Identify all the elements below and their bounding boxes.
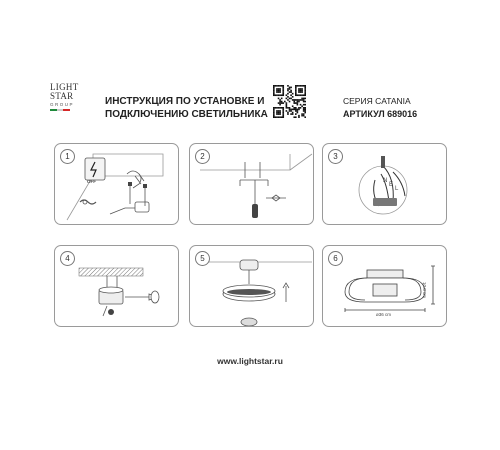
step-number: 6 [328,251,343,266]
qr-code-icon [273,85,307,119]
height-dimension-label: 10.8 cm [422,282,427,299]
brand-logo: LIGHT STAR GROUP [50,83,86,127]
screwdriver-icon [200,153,313,218]
logo-text-group: GROUP [50,102,75,107]
power-off-icon [66,153,164,221]
website-link[interactable]: www.lightstar.ru [217,356,283,366]
step-1-panel: OFF 1 [54,143,179,225]
product-series: СЕРИЯ CATANIA [343,96,411,106]
width-dimension-label: ø36 cm [376,312,392,317]
wire-label-e: E [389,182,394,188]
shade-install-icon [200,259,312,326]
logo-text-star: STAR [50,91,74,101]
step-number: 2 [195,149,210,164]
step-number: 5 [195,251,210,266]
step-number: 1 [60,149,75,164]
step-3-panel: N E L 3 [322,143,447,225]
product-article: АРТИКУЛ 689016 [343,109,418,119]
wire-connection-icon [358,156,408,215]
italian-flag-icon [50,109,71,111]
wire-label-l: L [395,186,399,192]
step-number: 4 [60,251,75,266]
step-number: 3 [328,149,343,164]
dimensions-icon [344,265,435,312]
logo-text-light: LIGHT [50,82,79,92]
mounting-plate-icon [78,267,160,317]
switch-off-label: OFF [87,179,96,184]
step-5-panel: 5 [189,245,314,327]
step-4-panel: 4 [54,245,179,327]
step-6-panel: ø36 cm 10.8 cm 6 [322,245,447,327]
page-title: ИНСТРУКЦИЯ ПО УСТАНОВКЕ И ПОДКЛЮЧЕНИЮ СВ… [105,96,268,120]
wire-label-n: N [383,178,388,184]
step-2-panel: 2 [189,143,314,225]
